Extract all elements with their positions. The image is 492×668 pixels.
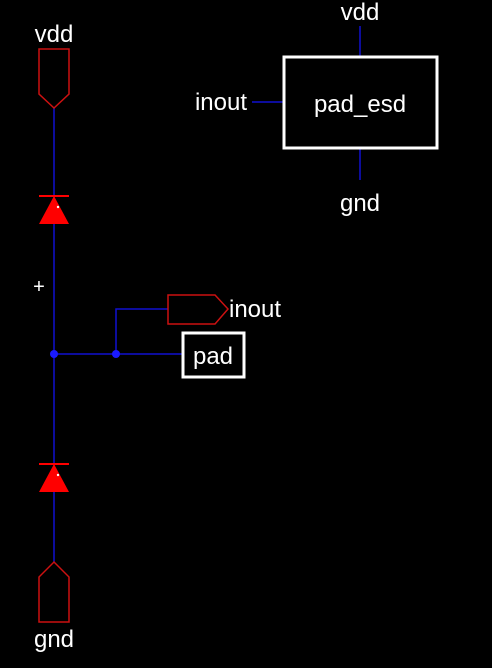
upper-diode-marker <box>56 205 60 209</box>
symbol-vdd-label: vdd <box>341 0 380 26</box>
inout-branch-wire <box>115 308 168 354</box>
junction-dot-left <box>50 350 58 358</box>
inout-pin-label: inout <box>229 296 281 323</box>
gnd-pin[interactable]: gnd <box>34 560 74 653</box>
pad-box[interactable] <box>181 331 246 379</box>
symbol-body-box[interactable] <box>282 55 439 150</box>
inout-pin[interactable]: inout <box>167 294 281 325</box>
lower-diode-marker <box>56 473 60 477</box>
vdd-pin-label: vdd <box>35 21 74 48</box>
gnd-pin-label: gnd <box>34 626 74 653</box>
symbol-inout-label: inout <box>195 89 247 116</box>
pad-instance[interactable]: pad <box>181 331 246 379</box>
origin-plus-marker: + <box>33 276 45 298</box>
symbol-name-label: pad_esd <box>314 91 406 118</box>
pad-esd-symbol[interactable]: pad_esd vdd gnd inout <box>195 0 439 217</box>
upper-diode-triangle <box>39 196 69 224</box>
junction-dot-branch <box>112 350 120 358</box>
pad-label: pad <box>193 343 233 370</box>
lower-diode-triangle <box>39 464 69 492</box>
lower-diode[interactable] <box>39 463 69 492</box>
upper-diode[interactable] <box>39 195 69 224</box>
vdd-pin[interactable]: vdd <box>35 21 74 110</box>
gnd-pin-shape <box>38 560 70 623</box>
symbol-gnd-label: gnd <box>340 190 380 217</box>
inout-pin-shape <box>167 294 230 325</box>
vdd-pin-shape <box>38 48 70 110</box>
